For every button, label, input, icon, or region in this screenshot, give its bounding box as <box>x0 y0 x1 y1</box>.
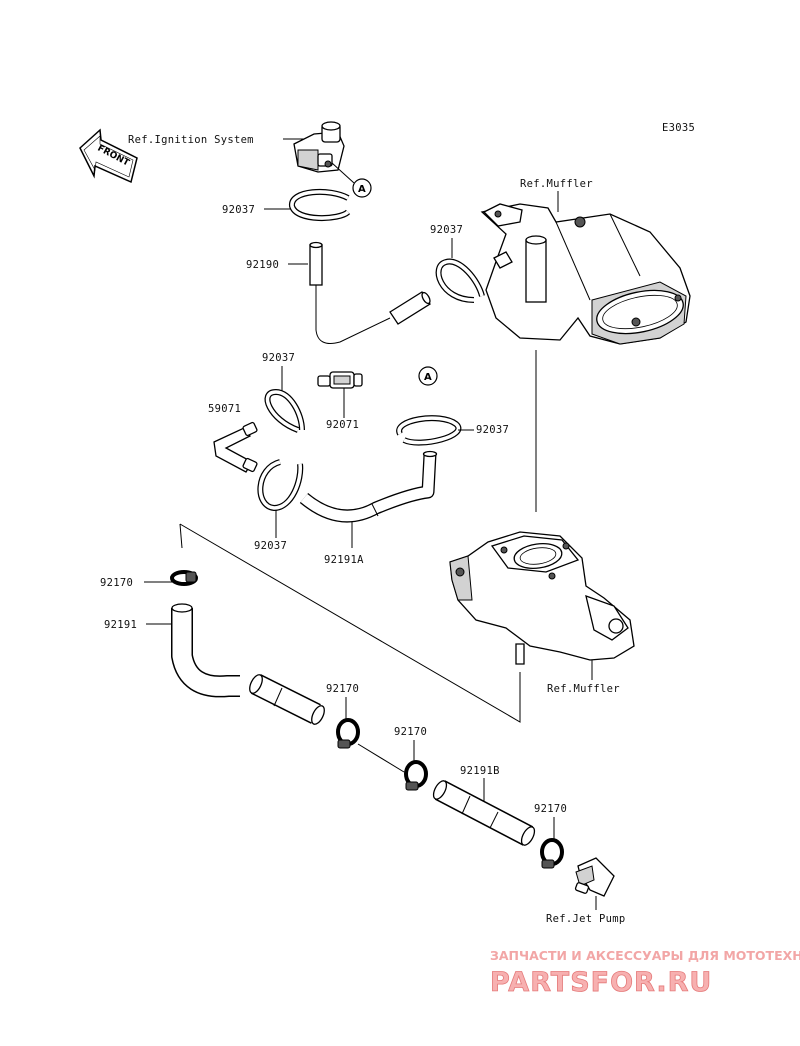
label-92037-3: 92037 <box>262 352 295 364</box>
watermark-tagline: ЗАПЧАСТИ И АКСЕССУАРЫ ДЛЯ МОТОТЕХНИКИ <box>490 948 800 963</box>
muffler-upper <box>480 203 691 345</box>
watermark-logo: ЗАПЧАСТИ И АКСЕССУАРЫ ДЛЯ МОТОТЕХНИКИ PA… <box>490 948 800 998</box>
clamp-92170-1 <box>170 570 198 586</box>
clamp-92037-2 <box>435 258 485 303</box>
diagram-code: E3035 <box>662 122 695 134</box>
label-92037-4: 92037 <box>476 424 509 436</box>
ref-muffler-bottom: Ref.Muffler <box>547 683 620 695</box>
label-92191A: 92191A <box>324 554 364 566</box>
label-92170-2: 92170 <box>326 683 359 695</box>
label-92190: 92190 <box>246 259 279 271</box>
hose-92190 <box>309 241 431 344</box>
elbow-59071 <box>213 421 258 473</box>
callout-a-top: A <box>352 178 372 198</box>
ref-muffler-top: Ref.Muffler <box>520 178 593 190</box>
label-92037-5: 92037 <box>254 540 287 552</box>
clamp-92037-3 <box>264 388 305 433</box>
callout-a-top-letter: A <box>358 184 366 195</box>
clamp-92170-2 <box>336 718 360 749</box>
label-92191B: 92191B <box>460 765 500 777</box>
label-92170-1: 92170 <box>100 577 133 589</box>
connect-clamp-2-3 <box>357 743 405 773</box>
clamp-92170-4 <box>540 838 564 869</box>
ref-ignition-system: Ref.Ignition System <box>128 134 254 146</box>
clamp-92037-1 <box>289 188 351 222</box>
connect-left-line <box>179 523 183 549</box>
connect-diagonal-line <box>179 523 521 723</box>
jet-pump-fitting <box>574 857 615 897</box>
label-92071: 92071 <box>326 419 359 431</box>
leader-callout-a-top <box>331 162 355 184</box>
hose-92191 <box>171 603 325 725</box>
muffler-lower <box>449 531 635 665</box>
callout-a-mid: A <box>418 366 438 386</box>
clamp-92037-4 <box>396 415 462 446</box>
ignition-fitting <box>293 121 345 173</box>
label-92170-4: 92170 <box>534 803 567 815</box>
label-92170-3: 92170 <box>394 726 427 738</box>
watermark-brand: PARTSFOR.RU <box>490 967 712 998</box>
valve-92071 <box>317 371 363 389</box>
label-92191: 92191 <box>104 619 137 631</box>
label-92037-1: 92037 <box>222 204 255 216</box>
callout-a-mid-letter: A <box>424 372 432 383</box>
hose-92191A <box>299 450 438 523</box>
clamp-92170-3 <box>404 760 428 791</box>
ref-jet-pump: Ref.Jet Pump <box>546 913 625 925</box>
clamp-92037-5 <box>257 459 304 512</box>
hose-92191B <box>432 780 536 846</box>
label-92037-2: 92037 <box>430 224 463 236</box>
label-59071: 59071 <box>208 403 241 415</box>
